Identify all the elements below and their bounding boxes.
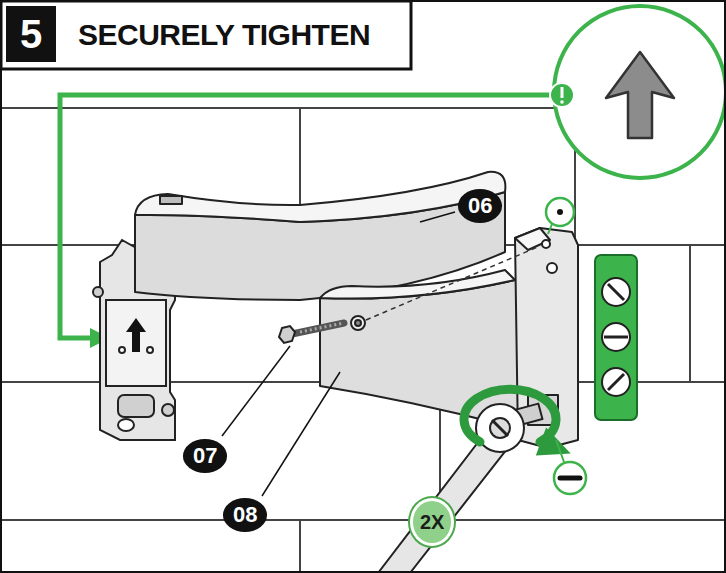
step-number: 5 [6,6,56,62]
bracket-hole [542,240,550,248]
attention-mark [561,87,564,98]
bolt-shank [292,323,344,334]
plate-screw [162,404,174,416]
ratchet-wrench [378,404,542,573]
bolt-head [279,326,295,343]
wrench-lever [492,420,508,436]
tile-joint [299,520,301,573]
level-mark [608,284,624,300]
callout-number: 07 [183,439,227,473]
rotation-arrowhead [536,427,576,466]
step-title: SECURELY TIGHTEN [78,20,370,50]
insertion-path [366,246,540,320]
wall-tiles [0,108,726,573]
plate-hole [118,419,134,431]
callout-number: 08 [223,498,267,532]
spirit-level [595,255,637,420]
callout-leader [222,346,290,436]
marker-circle [546,198,574,226]
level-vial [602,323,630,351]
bracket-flange [515,228,550,250]
plate-arrow [126,318,146,352]
plate-slot [118,395,154,417]
marker-dash [560,476,580,481]
attention-mark [560,100,564,104]
title-box [1,1,411,69]
bracket-hole [547,263,557,273]
marker-dot [557,209,563,215]
level-vial [602,368,630,396]
rotation-arrow [464,389,556,442]
tile-joint [689,245,691,382]
level-mark [604,336,628,339]
plate-panel [106,300,166,386]
arm-top [320,270,515,299]
repeat-count: 2X [410,498,454,546]
level-vial [602,278,630,306]
tile-joint [0,519,726,521]
plate-hole [147,347,153,353]
arm-clip [160,196,182,204]
arm-top [135,172,505,222]
detail-arrow [606,52,674,138]
callout-leader [420,212,455,222]
marker-leader [548,224,552,234]
level-body [595,255,637,420]
washer [351,316,365,330]
wrench-socket [490,418,510,438]
washer-hole [355,320,361,326]
marker-circle [554,462,586,494]
plate-screw [93,287,103,297]
plate-hole [119,347,125,353]
level-mark [608,374,624,390]
detail-circle [554,6,726,178]
attention-dot [550,83,574,107]
bolt-thread [300,323,344,332]
marker-leader [556,440,564,462]
callout-leader [262,372,340,496]
